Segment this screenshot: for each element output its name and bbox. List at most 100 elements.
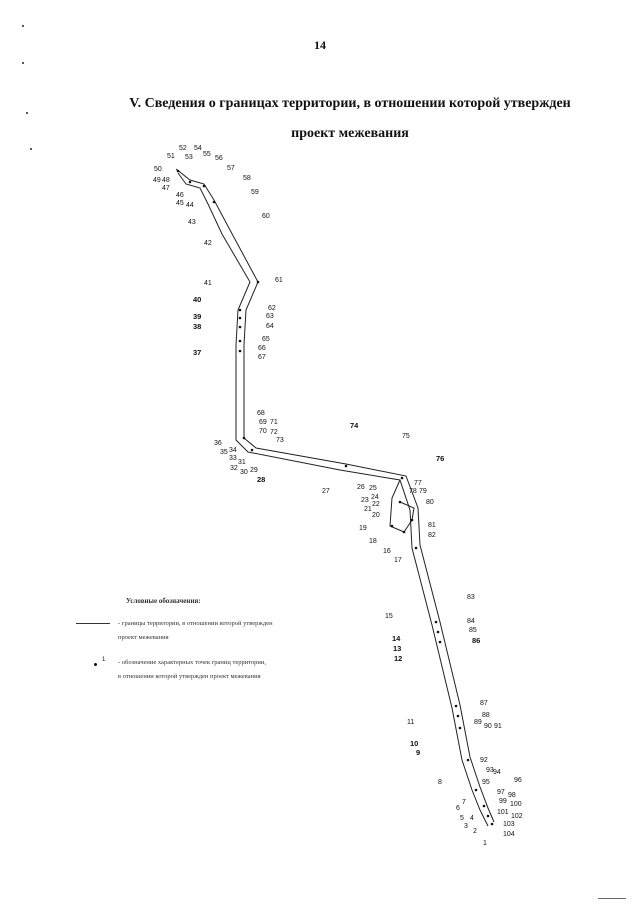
point-label-58: 58 bbox=[243, 175, 251, 182]
point-label-87: 87 bbox=[480, 700, 488, 707]
point-label-24: 24 bbox=[371, 494, 379, 501]
point-label-102: 102 bbox=[511, 813, 523, 820]
point-label-18: 18 bbox=[369, 538, 377, 545]
boundary-vertex-marker bbox=[238, 316, 242, 320]
point-label-15: 15 bbox=[385, 613, 393, 620]
point-label-32: 32 bbox=[230, 465, 238, 472]
point-label-93: 93 bbox=[486, 767, 494, 774]
point-label-101: 101 bbox=[497, 809, 509, 816]
point-label-82: 82 bbox=[428, 532, 436, 539]
point-label-71: 71 bbox=[270, 419, 278, 426]
point-label-46: 46 bbox=[176, 192, 184, 199]
boundary-vertex-marker bbox=[202, 184, 206, 188]
point-label-1: 1 bbox=[483, 840, 487, 847]
point-label-67: 67 bbox=[258, 354, 266, 361]
point-label-83: 83 bbox=[467, 594, 475, 601]
boundary-vertex-marker bbox=[256, 280, 260, 284]
point-label-12: 12 bbox=[394, 654, 402, 663]
margin-speck bbox=[22, 25, 24, 27]
boundary-vertex-marker bbox=[456, 714, 460, 718]
point-label-34: 34 bbox=[229, 447, 237, 454]
point-label-4: 4 bbox=[470, 815, 474, 822]
boundary-vertex-marker bbox=[400, 476, 404, 480]
point-label-69: 69 bbox=[259, 419, 267, 426]
boundary-vertex-marker bbox=[242, 436, 246, 440]
point-label-29: 29 bbox=[250, 467, 258, 474]
boundary-vertex-marker bbox=[474, 788, 478, 792]
point-label-99: 99 bbox=[499, 798, 507, 805]
point-label-54: 54 bbox=[194, 145, 202, 152]
point-label-81: 81 bbox=[428, 522, 436, 529]
point-label-23: 23 bbox=[361, 497, 369, 504]
point-label-62: 62 bbox=[268, 305, 276, 312]
point-label-75: 75 bbox=[402, 433, 410, 440]
point-label-13: 13 bbox=[393, 644, 401, 653]
point-label-25: 25 bbox=[369, 485, 377, 492]
boundary-vertex-marker bbox=[434, 620, 438, 624]
boundary-vertex-marker bbox=[410, 518, 414, 522]
point-label-47: 47 bbox=[162, 185, 170, 192]
point-label-95: 95 bbox=[482, 779, 490, 786]
point-label-80: 80 bbox=[426, 499, 434, 506]
boundary-vertex-marker bbox=[390, 524, 394, 528]
boundary-vertex-marker bbox=[212, 200, 216, 204]
point-label-3: 3 bbox=[464, 823, 468, 830]
point-label-35: 35 bbox=[220, 449, 228, 456]
point-label-45: 45 bbox=[176, 200, 184, 207]
point-label-6: 6 bbox=[456, 805, 460, 812]
point-label-65: 65 bbox=[262, 336, 270, 343]
point-label-7: 7 bbox=[462, 799, 466, 806]
point-label-22: 22 bbox=[372, 501, 380, 508]
boundary-vertex-marker bbox=[454, 704, 458, 708]
point-label-30: 30 bbox=[240, 469, 248, 476]
page-edge-rule bbox=[598, 898, 626, 899]
boundary-vertex-marker bbox=[238, 308, 242, 312]
point-label-68: 68 bbox=[257, 410, 265, 417]
legend-heading: Условные обозначения: bbox=[126, 597, 201, 605]
boundary-vertex-marker bbox=[486, 814, 490, 818]
point-label-50: 50 bbox=[154, 166, 162, 173]
point-label-76: 76 bbox=[436, 454, 444, 463]
margin-speck bbox=[30, 148, 32, 150]
point-label-40: 40 bbox=[193, 295, 201, 304]
point-label-53: 53 bbox=[185, 154, 193, 161]
point-label-89: 89 bbox=[474, 719, 482, 726]
point-label-27: 27 bbox=[322, 488, 330, 495]
point-label-96: 96 bbox=[514, 777, 522, 784]
point-label-77: 77 bbox=[414, 480, 422, 487]
point-label-33: 33 bbox=[229, 455, 237, 462]
page-number: 14 bbox=[314, 38, 326, 52]
point-label-2: 2 bbox=[473, 828, 477, 835]
point-label-66: 66 bbox=[258, 345, 266, 352]
boundary-vertex-marker bbox=[490, 822, 494, 826]
boundary-line-inner bbox=[177, 172, 489, 827]
point-label-28: 28 bbox=[257, 475, 265, 484]
point-label-19: 19 bbox=[359, 525, 367, 532]
boundary-vertex-marker bbox=[344, 464, 348, 468]
boundary-vertex-marker bbox=[238, 349, 242, 353]
point-label-74: 74 bbox=[350, 421, 359, 430]
point-label-5: 5 bbox=[460, 815, 464, 822]
point-label-92: 92 bbox=[480, 757, 488, 764]
point-label-42: 42 bbox=[204, 240, 212, 247]
legend-point-text-line2: в отношении которой утвержден проект меж… bbox=[118, 673, 261, 680]
point-label-85: 85 bbox=[469, 627, 477, 634]
point-label-90: 90 bbox=[484, 723, 492, 730]
point-label-64: 64 bbox=[266, 323, 274, 330]
point-label-97: 97 bbox=[497, 789, 505, 796]
point-label-26: 26 bbox=[357, 484, 365, 491]
point-label-78: 78 bbox=[409, 488, 417, 495]
boundary-vertex-marker bbox=[438, 640, 442, 644]
point-label-43: 43 bbox=[188, 219, 196, 226]
point-label-31: 31 bbox=[238, 459, 246, 466]
legend-point-dot-sample bbox=[94, 663, 97, 666]
point-label-10: 10 bbox=[410, 739, 418, 748]
point-label-37: 37 bbox=[193, 348, 201, 357]
point-label-73: 73 bbox=[276, 437, 284, 444]
point-label-39: 39 bbox=[193, 312, 201, 321]
point-label-38: 38 bbox=[193, 322, 201, 331]
legend-point-text-line1: - обозначение характерных точек границ т… bbox=[118, 659, 267, 666]
boundary-vertex-marker bbox=[176, 169, 180, 173]
point-label-55: 55 bbox=[203, 151, 211, 158]
